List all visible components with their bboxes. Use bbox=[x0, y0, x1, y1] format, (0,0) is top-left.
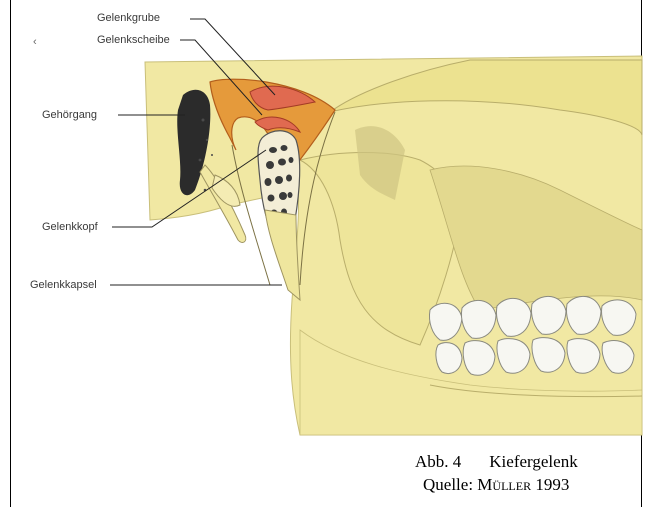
caption-line-1: Abb. 4 Kiefergelenk bbox=[415, 452, 578, 472]
condylar-neck bbox=[265, 210, 300, 300]
source-year: 1993 bbox=[531, 475, 569, 494]
figure-title: Kiefergelenk bbox=[489, 452, 577, 471]
label-gelenkscheibe: Gelenkscheibe bbox=[97, 34, 170, 46]
label-gelenkgrube: Gelenkgrube bbox=[97, 12, 160, 24]
label-gelenkkapsel: Gelenkkapsel bbox=[30, 279, 97, 291]
label-gehoergang: Gehörgang bbox=[42, 109, 97, 121]
source-author: Müller bbox=[477, 475, 531, 494]
source-prefix: Quelle: bbox=[423, 475, 477, 494]
figure-number: Abb. 4 bbox=[415, 452, 461, 471]
margin-mark: ‹ bbox=[33, 36, 37, 48]
label-gelenkkopf: Gelenkkopf bbox=[42, 221, 98, 233]
caption-line-2: Quelle: Müller 1993 bbox=[423, 475, 569, 495]
